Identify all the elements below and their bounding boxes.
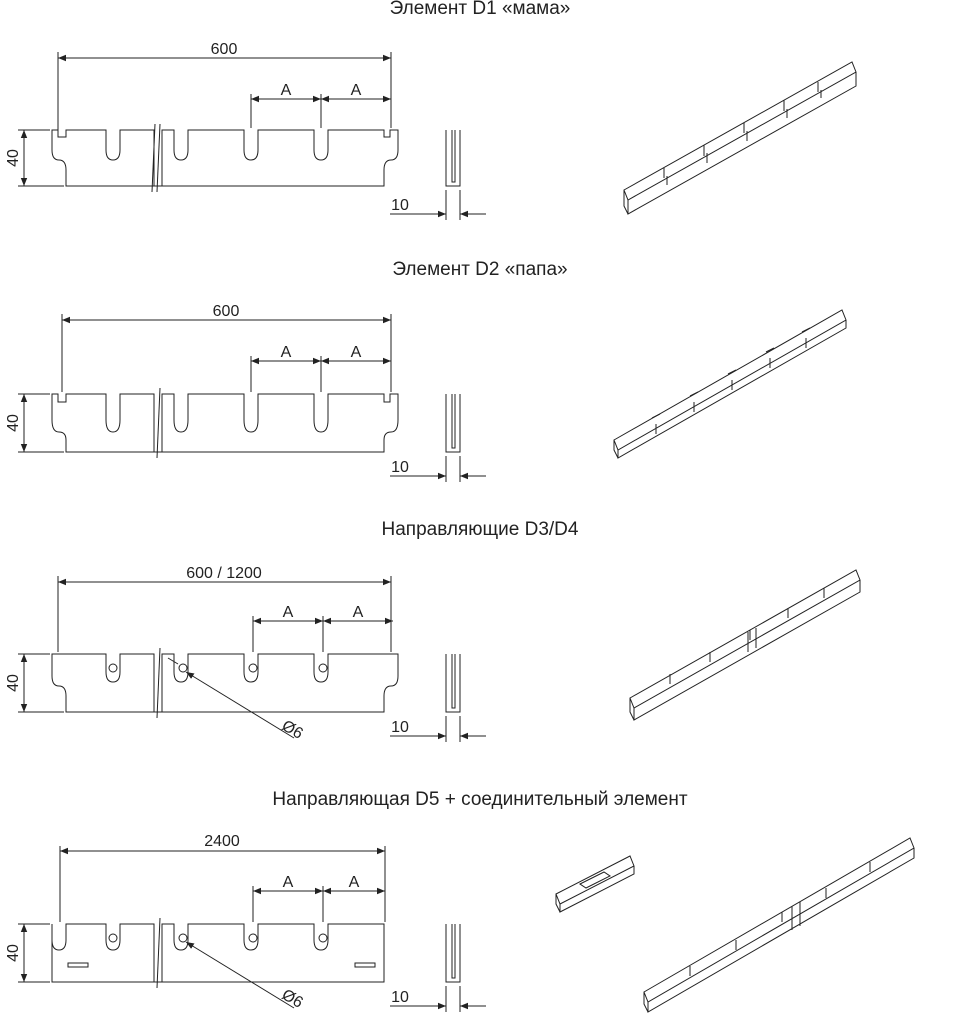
d5-length-label: 2400 [204,833,240,850]
d1-length-label: 600 [211,41,238,58]
section-title-d3-d4: Направляющие D3/D4 [381,519,579,540]
d3-d4-a1-label: A [283,604,294,621]
d5-a1-label: A [283,874,294,891]
d5-width-label: 10 [391,989,409,1006]
d5-front-view [51,917,385,989]
section-title-d5: Направляющая D5 + соединительный элемент [272,789,688,810]
d5-isometric-view [643,837,915,1013]
d2-a2-label: A [351,344,362,361]
connector-isometric-view [555,855,635,913]
d3-d4-length-label: 600 / 1200 [186,565,262,582]
d5-side-profile [445,924,461,983]
d1-width-label: 10 [391,197,409,214]
d2-a1-label: A [281,344,292,361]
d3-d4-width-label: 10 [391,719,409,736]
d2-side-profile [445,394,461,453]
d2-width-label: 10 [391,459,409,476]
d2-front-view [51,387,399,459]
d3-d4-hole-label: Ø6 [279,717,306,742]
d3-d4-a2-label: A [353,604,364,621]
section-title-d2: Элемент D2 «папа» [392,259,568,280]
d1-a2-label: A [351,82,362,99]
d2-isometric-view [613,309,847,459]
d3-d4-front-view [51,647,399,719]
d1-side-profile [445,130,461,187]
d1-front-view [51,123,399,193]
d3-d4-isometric-view [629,569,861,721]
d3-d4-height-label: 40 [5,674,22,692]
d5-height-label: 40 [5,944,22,962]
d1-a1-label: A [281,82,292,99]
d2-height-label: 40 [5,414,22,432]
d1-isometric-view [623,61,857,215]
d5-hole-label: Ø6 [279,986,306,1011]
d1-height-label: 40 [5,149,22,167]
d3-d4-side-profile [445,654,461,713]
d2-length-label: 600 [213,303,240,320]
d5-a2-label: A [349,874,360,891]
section-title-d1: Элемент D1 «мама» [389,0,571,19]
